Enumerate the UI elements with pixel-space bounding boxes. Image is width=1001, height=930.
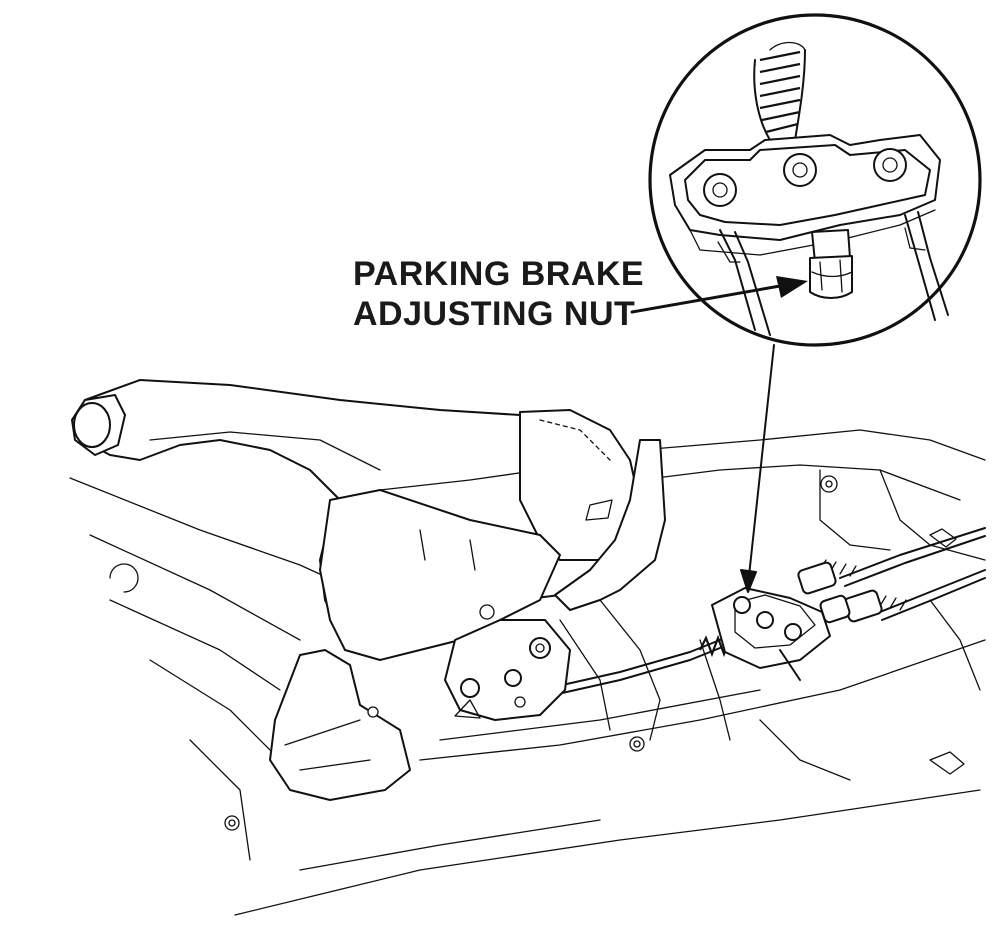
callout-line-2: ADJUSTING NUT: [353, 295, 636, 333]
parking-brake-lever: [71, 379, 666, 721]
adjuster-bracket: [669, 134, 941, 256]
adjuster-spring: [753, 41, 806, 141]
floor-panel: [69, 429, 986, 916]
callout-arrow: [630, 276, 808, 314]
brake-cables: [539, 527, 986, 699]
adjusting-nut: [809, 229, 853, 299]
lever-mount: [269, 649, 411, 801]
detail-inset: [648, 13, 982, 593]
callout-line-1: PARKING BRAKE: [353, 255, 645, 293]
inset-leader-line: [747, 344, 775, 586]
equalizer-bracket: [711, 587, 831, 681]
adjusting-nut-label: PARKING BRAKE ADJUSTING NUT: [353, 254, 644, 334]
inset-cables: [717, 211, 949, 336]
